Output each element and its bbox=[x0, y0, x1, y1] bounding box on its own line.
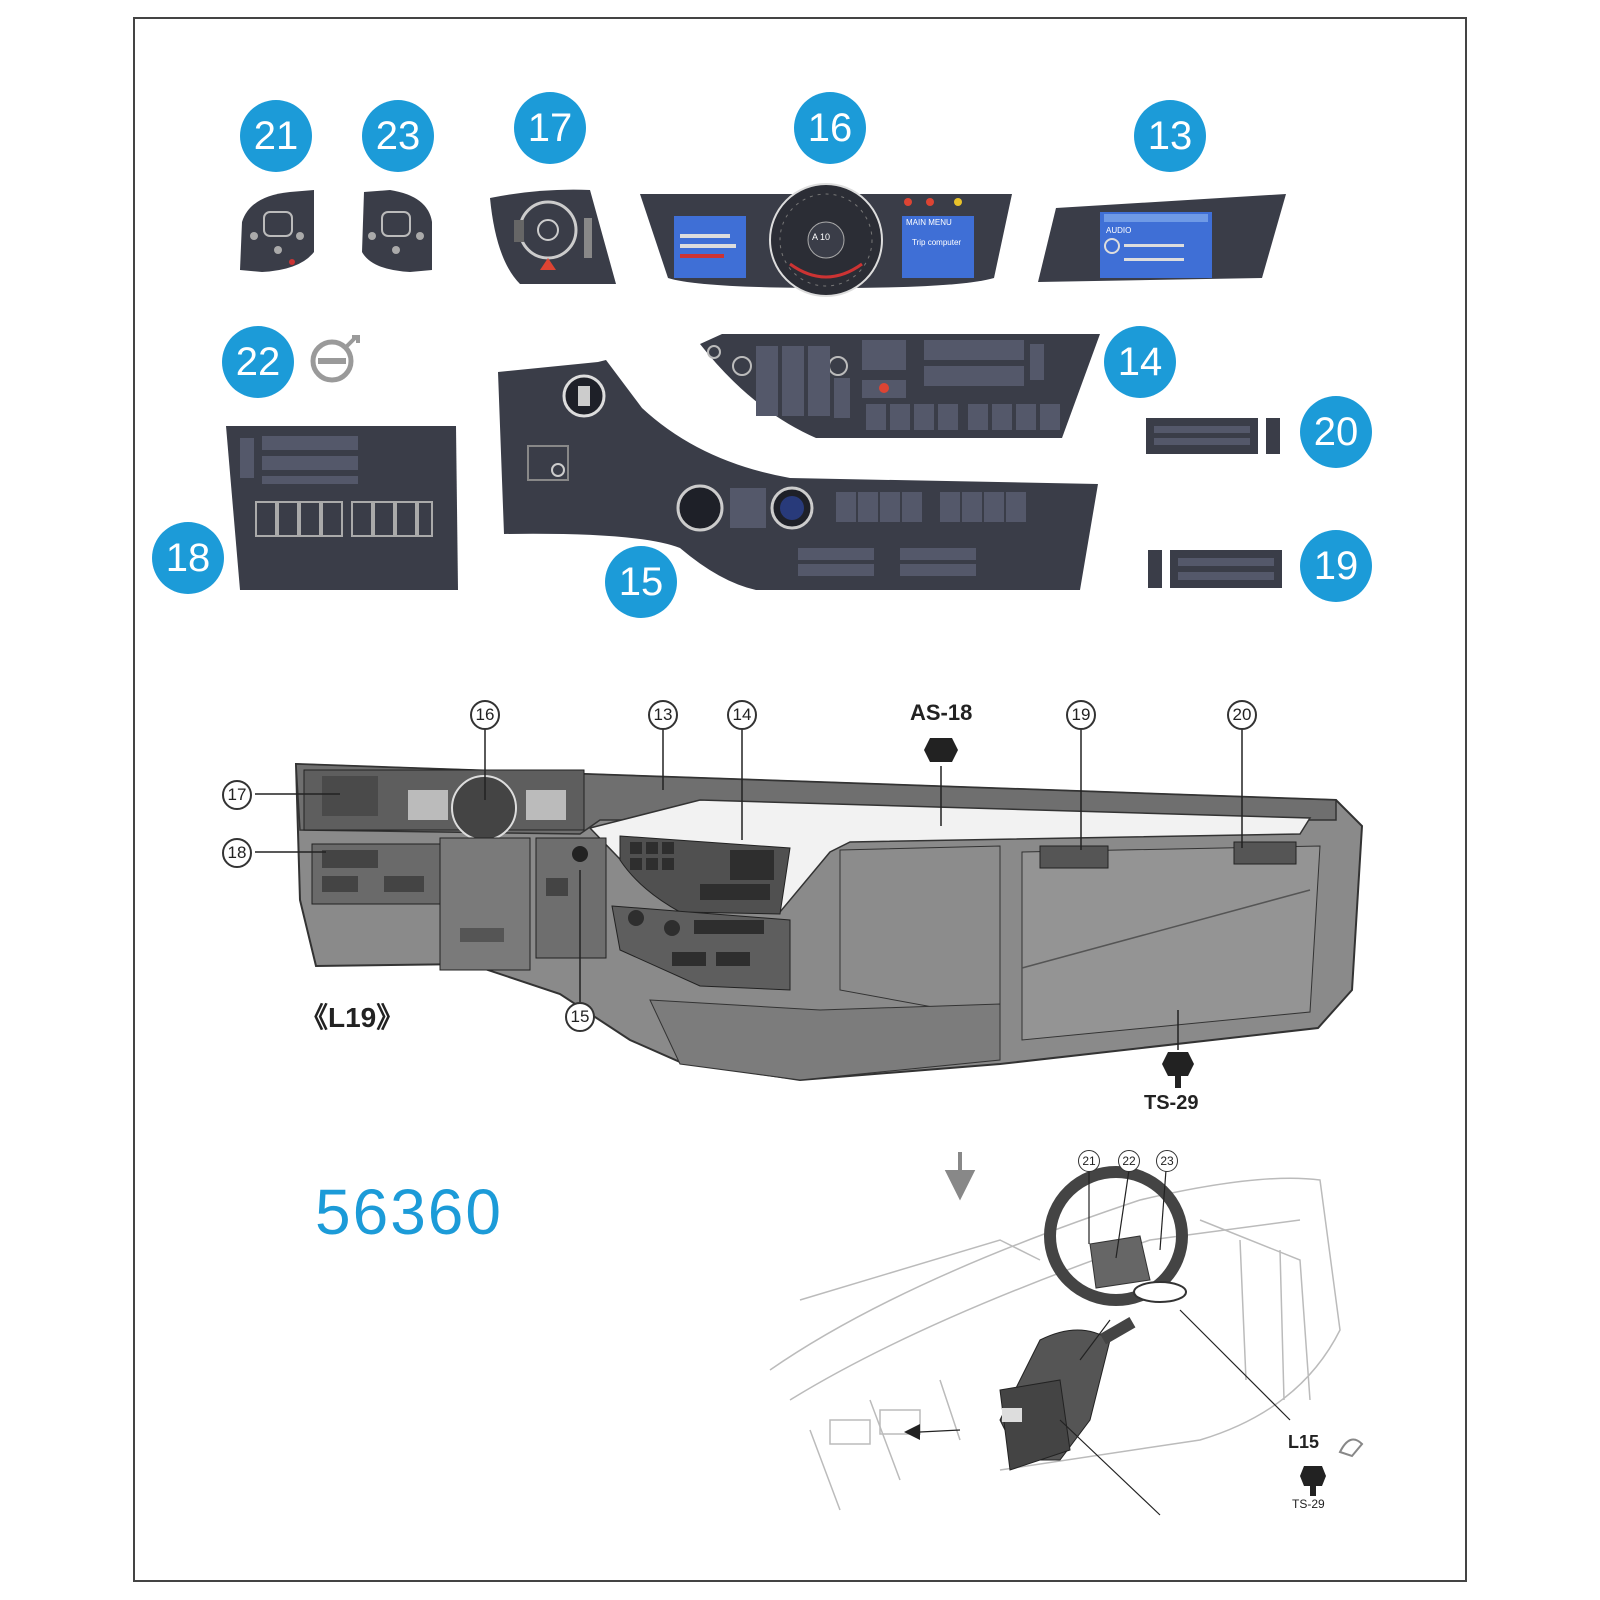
steering-callout-21: 21 bbox=[1078, 1150, 1100, 1172]
steering-callout-22: 22 bbox=[1118, 1150, 1140, 1172]
steering-callout-23: 23 bbox=[1156, 1150, 1178, 1172]
badge-15: 15 bbox=[605, 546, 677, 618]
callout-18: 18 bbox=[222, 838, 252, 868]
badge-18: 18 bbox=[152, 522, 224, 594]
kit-number: 56360 bbox=[315, 1176, 503, 1248]
infotainment-title: AUDIO bbox=[1106, 226, 1132, 235]
decal-22-logo-ring bbox=[310, 339, 354, 383]
badge-16: 16 bbox=[794, 92, 866, 164]
steering-label-ts29: TS-29 bbox=[1292, 1497, 1325, 1511]
decal-15-lower-panel bbox=[498, 360, 1098, 590]
cluster-menu-item: Trip computer bbox=[912, 238, 962, 247]
decal-20-vent bbox=[1146, 418, 1258, 454]
badge-22: 22 bbox=[222, 326, 294, 398]
callout-19: 19 bbox=[1066, 700, 1096, 730]
callout-15: 15 bbox=[565, 1002, 595, 1032]
badge-19: 19 bbox=[1300, 530, 1372, 602]
callout-20: 20 bbox=[1227, 700, 1257, 730]
callout-17: 17 bbox=[222, 780, 252, 810]
badge-20: 20 bbox=[1300, 396, 1372, 468]
callout-16: 16 bbox=[470, 700, 500, 730]
decal-17-light-panel bbox=[490, 189, 616, 284]
label-l19: 《L19》 bbox=[300, 1002, 405, 1033]
label-ts29: TS-29 bbox=[1144, 1092, 1199, 1114]
callout-14: 14 bbox=[727, 700, 757, 730]
label-as18: AS-18 bbox=[910, 700, 973, 725]
badge-14: 14 bbox=[1104, 326, 1176, 398]
steering-label-l15: L15 bbox=[1288, 1432, 1320, 1452]
cluster-speedo-center: A 10 bbox=[812, 232, 831, 242]
cluster-menu-title: MAIN MENU bbox=[906, 218, 952, 227]
decal-19-vent bbox=[1148, 550, 1162, 588]
decal-23-steering-switch bbox=[362, 190, 432, 272]
badge-23: 23 bbox=[362, 100, 434, 172]
badge-17: 17 bbox=[514, 92, 586, 164]
decal-21-steering-switch bbox=[240, 190, 314, 272]
badge-13: 13 bbox=[1134, 100, 1206, 172]
callout-13: 13 bbox=[648, 700, 678, 730]
badge-21: 21 bbox=[240, 100, 312, 172]
